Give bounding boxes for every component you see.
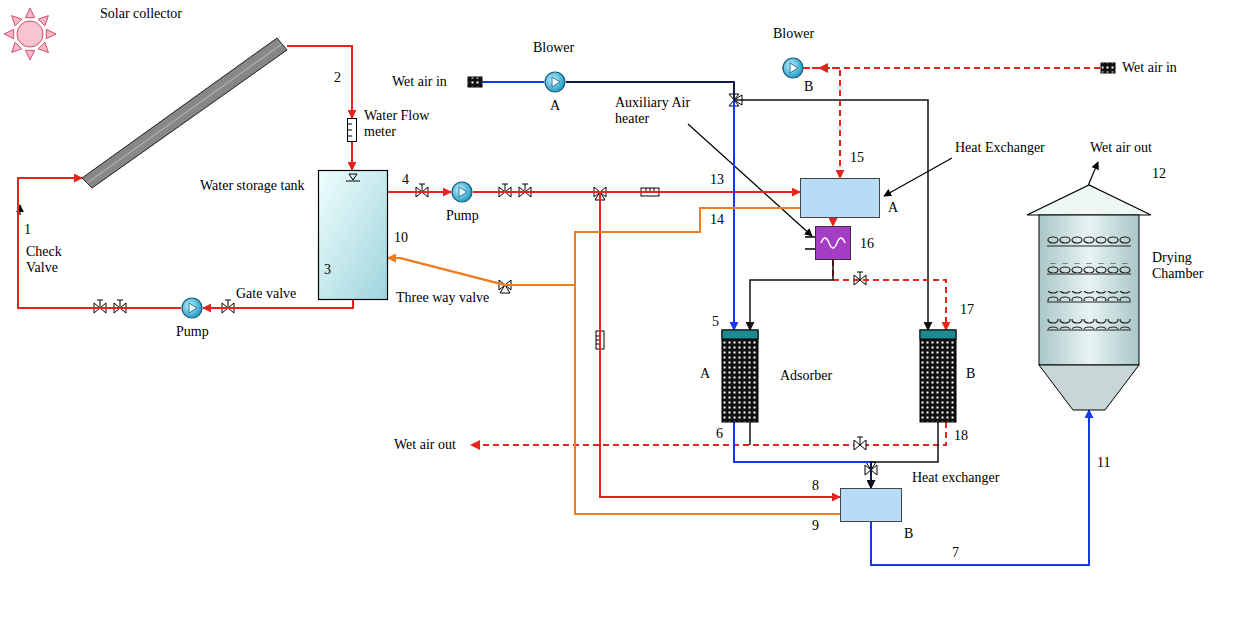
flow-label: Wet air in [392,74,447,90]
air-blower: BlowerA [544,71,566,93]
air-heater-outline [815,226,851,260]
pipe-connector [566,82,928,330]
air-blower-outline [544,71,566,93]
solar-collector: Solar collector [82,38,287,188]
adsorber-column: B [920,330,956,422]
flow-label: Wet air out [1090,140,1152,156]
component-label: B [904,526,913,542]
callout-number: 1 [24,222,31,238]
component-label: Solar collector [100,6,182,22]
component-label: Heat exchanger [912,470,999,486]
component-label: A [888,200,898,216]
callout-number: 4 [402,172,409,188]
component-label: A [550,98,560,114]
flow-label: Wet air in [1122,60,1177,76]
component-label: Blower [533,40,574,56]
component-label: B [804,79,813,95]
component-label: B [966,366,975,382]
adsorber-column-outline [920,330,956,422]
pipe-connector [388,258,840,514]
heat-exchanger-outline [840,488,902,522]
component-label: Water storage tank [200,178,305,194]
heat-exchanger: Heat ExchangerA [800,178,880,218]
water-pump-outline [451,181,473,203]
heat-exchanger-outline [800,178,880,218]
component-label: Water Flow meter [364,108,436,140]
flow-label: Adsorber [780,368,832,384]
flow-label: Wet air out [394,437,456,453]
heat-exchanger: Heat exchangerB [840,488,902,522]
flow-label: Three way valve [396,290,489,306]
pipe-connector [871,410,1089,565]
callout-number: 14 [710,212,724,228]
drying-chamber-outline [1035,185,1143,410]
adsorber-column: A [722,330,758,422]
air-blower-outline [782,57,804,79]
pipe-connector [473,192,840,497]
flow-label: Gate valve [236,286,296,302]
pipe-connector [388,191,451,193]
pipe-connector [566,82,734,330]
callout-number: 16 [860,236,874,252]
callout-number: 7 [952,545,959,561]
component-label: Drying Chamber [1152,250,1214,282]
callout-number: 12 [1152,166,1166,182]
callout-number: 2 [334,70,341,86]
pipe-connector [18,178,181,308]
callout-number: 9 [812,518,819,534]
callout-number: 6 [716,426,723,442]
callout-number: 15 [850,150,864,166]
water-pump: Pump [451,181,473,203]
callout-number: 18 [954,428,968,444]
pipe-connector [750,260,833,330]
flow-label: Check Valve [26,244,72,276]
pipe-connector [203,300,353,308]
flow-meter: Water Flow meter [347,118,357,142]
callout-number: 10 [394,230,408,246]
drying-chamber: Drying Chamber [1035,185,1143,410]
storage-tank-outline [318,170,388,300]
flow-meter-outline [347,118,357,142]
water-pump-outline [181,297,203,319]
component-label: Pump [176,324,209,340]
component-label: A [700,366,710,382]
pipe-connector [782,68,840,178]
callout-number: 8 [812,478,819,494]
water-pump: Pump [181,297,203,319]
pipe-connector [351,142,353,170]
callout-number: 5 [712,314,719,330]
component-label: Heat Exchanger [955,140,1045,156]
pipe-connector [833,260,946,330]
air-blower: BlowerB [782,57,804,79]
pipe-connector [388,208,800,285]
component-label: Blower [773,26,814,42]
callout-number: 3 [324,262,331,278]
solar-collector-outline [82,38,287,188]
component-label: Auxiliary Air heater [615,95,695,127]
pipe-connector [734,422,871,488]
air-heater: Auxiliary Air heater [815,226,851,260]
callout-number: 13 [710,172,724,188]
callout-number: 17 [960,302,974,318]
pipe-connector [832,218,834,226]
component-label: Pump [446,208,479,224]
pipe-connector [287,46,352,118]
storage-tank: Water storage tank [318,170,388,300]
callout-number: 11 [1097,455,1110,471]
adsorber-column-outline [722,330,758,422]
